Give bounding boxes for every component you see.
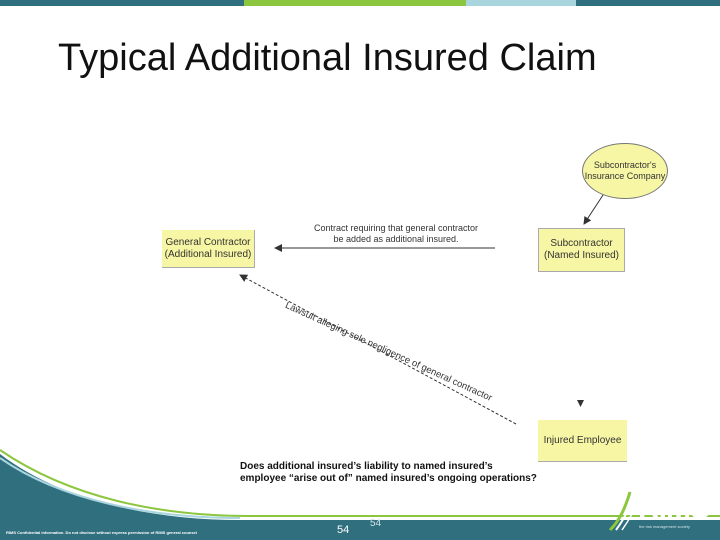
- subcontractor-box: Subcontractor (Named Insured): [538, 228, 625, 272]
- page-number: 54: [337, 524, 350, 536]
- insurance-company-oval: Subcontractor's Insurance Company: [582, 143, 668, 199]
- confidential-notice: RIMS Confidential information. Do not di…: [6, 530, 197, 535]
- top-bar-segment-green: [244, 0, 466, 6]
- injured-arrow-head: [577, 400, 584, 407]
- contract-label: Contract requiring that general contract…: [313, 223, 479, 244]
- general-contractor-box: General Contractor (Additional Insured): [162, 230, 255, 268]
- top-bar-segment-light: [466, 0, 576, 6]
- injured-employee-box: Injured Employee: [538, 420, 627, 462]
- top-bar-segment: [0, 0, 244, 6]
- footer: [0, 440, 720, 540]
- question-text: Does additional insured’s liability to n…: [240, 461, 537, 484]
- insurance-arrow: [583, 191, 606, 225]
- footer-wave: [0, 449, 720, 540]
- slide-title: Typical Additional Insured Claim: [58, 37, 597, 79]
- lawsuit-arrow: [239, 274, 517, 425]
- top-bar-segment: [576, 0, 720, 6]
- logo-tagline: the risk management society: [639, 524, 690, 529]
- rims-logo-icon: [608, 491, 637, 532]
- rims-logo: RIMS the risk management society: [608, 488, 718, 534]
- logo-text: RIMS: [638, 492, 710, 525]
- page-number-secondary: 54: [370, 518, 382, 529]
